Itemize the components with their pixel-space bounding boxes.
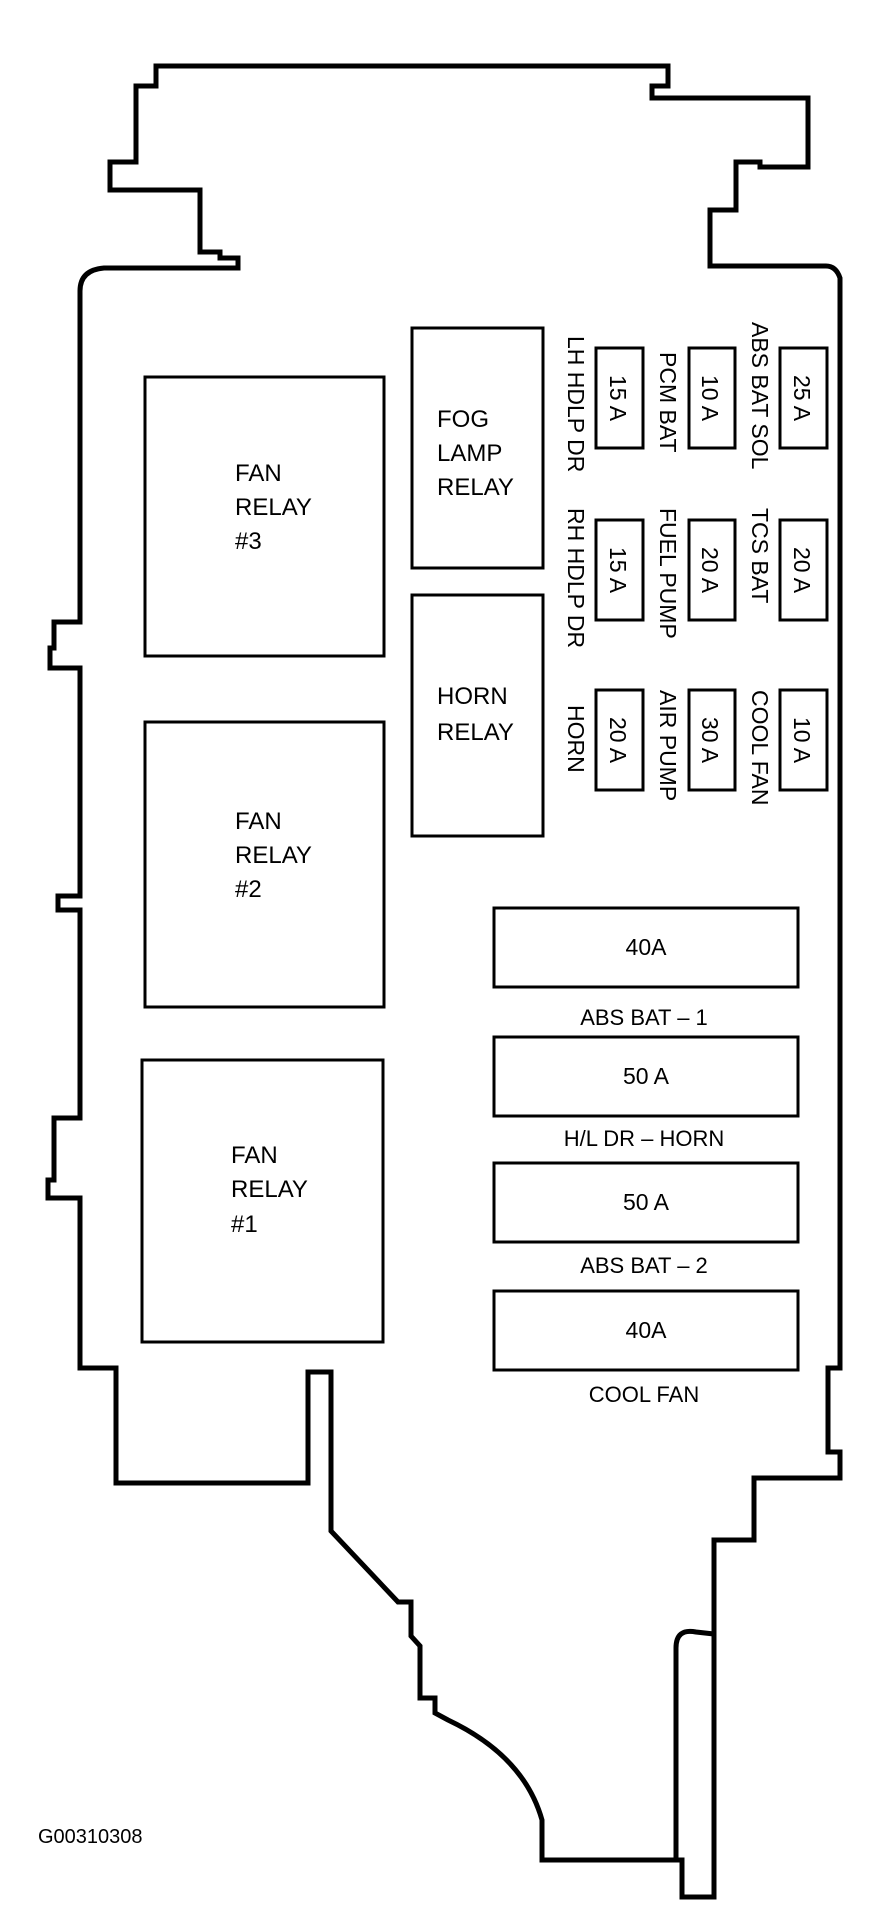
maxi-fuse-cool-fan: [492, 1289, 800, 1372]
fuse-rh-hdlp-dr-rating: 15 A: [605, 547, 631, 594]
fan-relay-1: [140, 1058, 385, 1344]
fan-relay-1-label-2: RELAY: [231, 1176, 308, 1203]
fuse-rh-hdlp-dr: [594, 518, 645, 622]
fan-relay-2-label-3: #2: [235, 876, 262, 903]
fuse-fuel-pump-rating: 20 A: [697, 547, 723, 594]
fuse-cool-fan-mini-rating: 10 A: [789, 717, 815, 764]
fuse-rh-hdlp-dr-label: RH HDLP DR: [563, 508, 589, 648]
maxi-fuse-hl-dr-horn-label: H/L DR – HORN: [564, 1126, 725, 1151]
maxi-fuse-cool-fan-rating: 40A: [626, 1317, 668, 1343]
fuse-air-pump-rating: 30 A: [697, 717, 723, 764]
fuse-air-pump-label: AIR PUMP: [655, 690, 681, 801]
fog-lamp-relay: [410, 326, 545, 570]
fan-relay-3-label-2: RELAY: [235, 494, 312, 521]
fuse-air-pump: [687, 688, 737, 792]
fan-relay-3: [143, 375, 386, 658]
maxi-fuse-hl-dr-horn-rating: 50 A: [623, 1063, 670, 1089]
figure-code: G00310308: [38, 1826, 143, 1848]
maxi-fuse-abs-bat-2-label: ABS BAT – 2: [580, 1253, 708, 1278]
housing-slot: [673, 1628, 715, 1860]
fuse-box-housing: [45, 63, 843, 1900]
fuse-tcs-bat-rating: 20 A: [789, 547, 815, 594]
fuse-horn-mini-rating: 20 A: [605, 717, 631, 764]
maxi-fuse-abs-bat-1-rating: 40A: [626, 934, 668, 960]
fuse-fuel-pump: [687, 518, 737, 622]
fan-relay-3-label-1: FAN: [235, 460, 282, 487]
fan-relay-2-label-1: FAN: [235, 808, 282, 835]
fan-relay-3-label-3: #3: [235, 528, 262, 555]
fuse-horn-mini-label: HORN: [563, 705, 589, 773]
horn-relay-label-1: HORN: [437, 683, 508, 710]
maxi-fuse-abs-bat-1-label: ABS BAT – 1: [580, 1005, 708, 1030]
fog-lamp-relay-label-1: FOG: [437, 406, 489, 433]
fog-lamp-relay-label-3: RELAY: [437, 474, 514, 501]
fuse-lh-hdlp-dr-label: LH HDLP DR: [563, 336, 589, 472]
fan-relay-2-label-2: RELAY: [235, 842, 312, 869]
fuse-pcm-bat-label: PCM BAT: [655, 352, 681, 453]
fog-lamp-relay-label-2: LAMP: [437, 440, 502, 467]
fuse-pcm-bat: [687, 346, 737, 450]
maxi-fuse-abs-bat-2-rating: 50 A: [623, 1189, 670, 1215]
fuse-lh-hdlp-dr: [594, 346, 645, 450]
horn-relay: [410, 593, 545, 838]
fuse-tcs-bat: [778, 518, 829, 622]
horn-relay-label-2: RELAY: [437, 719, 514, 746]
fuse-abs-bat-sol-label: ABS BAT SOL: [747, 322, 773, 470]
maxi-fuse-hl-dr-horn: [492, 1035, 800, 1118]
fuse-cool-fan-mini: [778, 688, 829, 792]
fan-relay-1-label-1: FAN: [231, 1142, 278, 1169]
fuse-abs-bat-sol-rating: 25 A: [789, 375, 815, 422]
fuse-abs-bat-sol: [778, 346, 829, 450]
fuse-tcs-bat-label: TCS BAT: [747, 508, 773, 603]
fuse-cool-fan-mini-label: COOL FAN: [747, 690, 773, 805]
fuse-lh-hdlp-dr-rating: 15 A: [605, 375, 631, 422]
fuse-horn-mini: [594, 688, 645, 792]
fan-relay-1-label-3: #1: [231, 1211, 258, 1238]
maxi-fuse-cool-fan-label: COOL FAN: [589, 1382, 699, 1407]
fuse-pcm-bat-rating: 10 A: [697, 375, 723, 422]
maxi-fuse-abs-bat-1: [492, 906, 800, 989]
maxi-fuse-abs-bat-2: [492, 1161, 800, 1244]
fuse-fuel-pump-label: FUEL PUMP: [655, 508, 681, 639]
fan-relay-2: [143, 720, 386, 1009]
